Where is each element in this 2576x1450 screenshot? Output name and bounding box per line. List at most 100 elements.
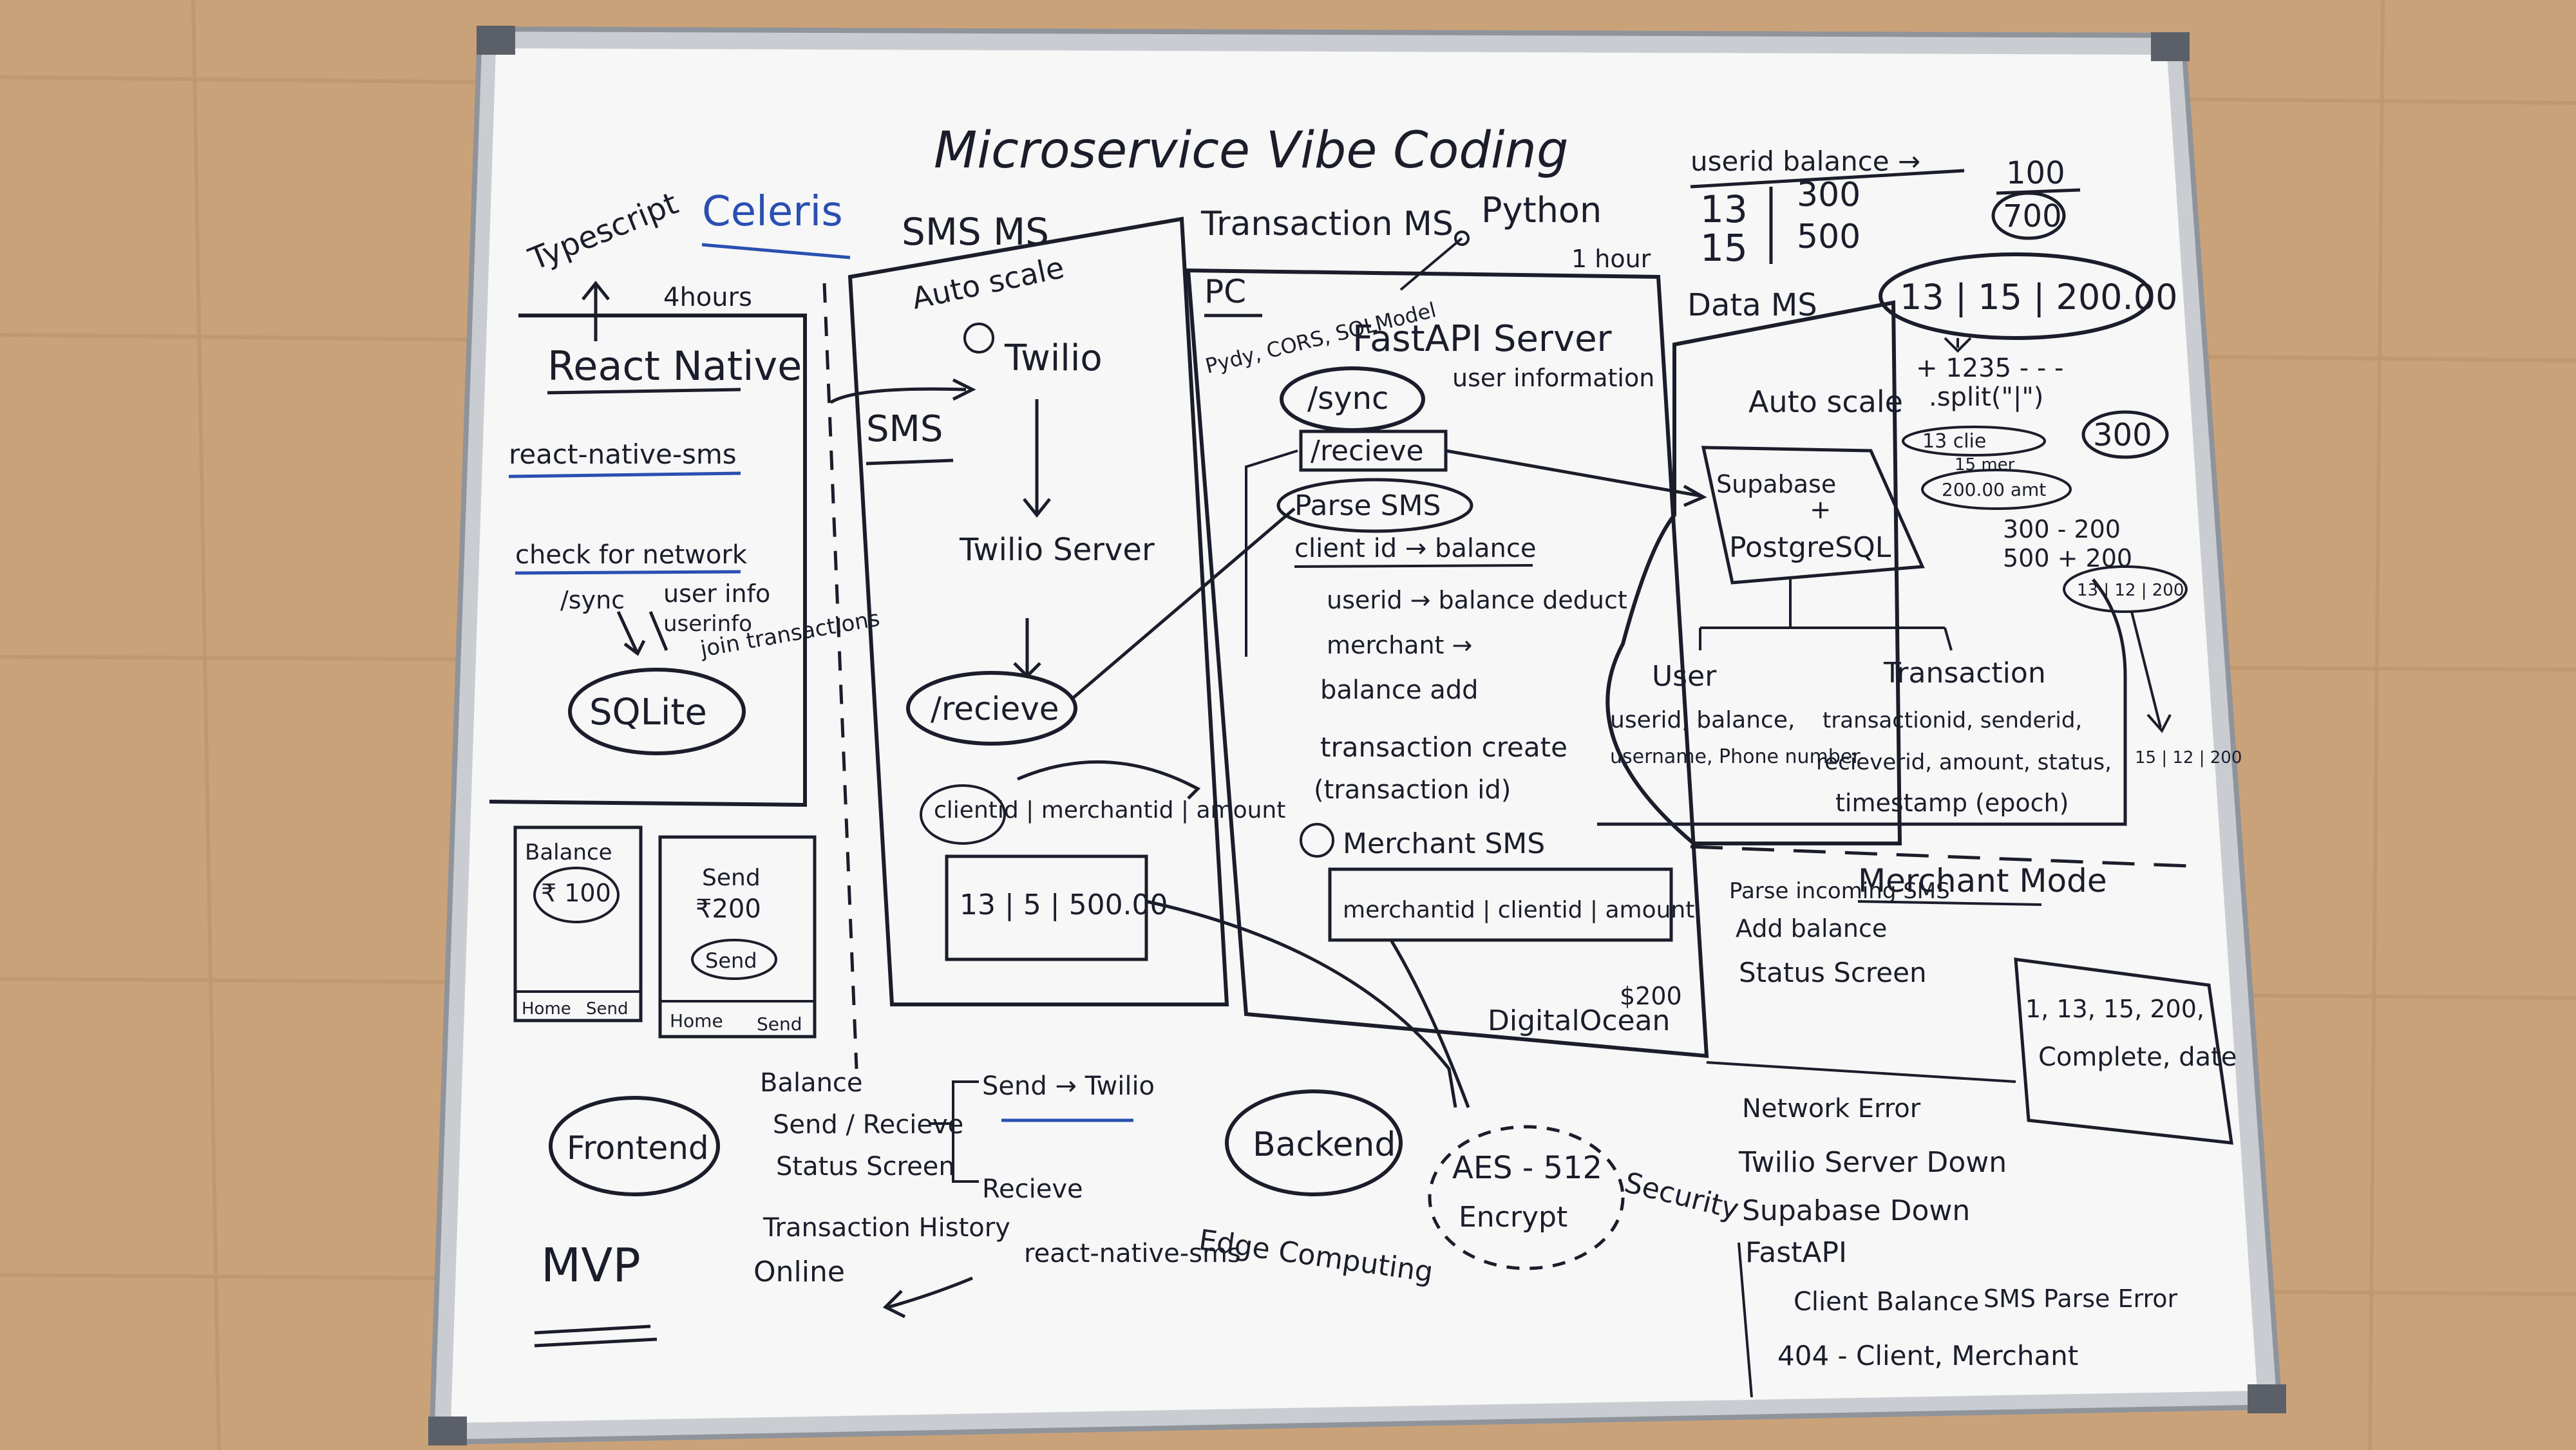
step-1-rn-sms: react-native-sms (509, 438, 737, 470)
balance-row2-id: 15 (1700, 226, 1748, 270)
error-404: 404 - Client, Merchant (1777, 1340, 2078, 1371)
sync-arrows (616, 610, 668, 656)
client-note: 13 clie (1922, 430, 1986, 453)
sms-ms-box (848, 216, 1229, 1006)
payload-example: + 1235 - - - (1916, 353, 2063, 383)
client-balance-underline (1294, 564, 1533, 568)
twilio-down-arrow (1023, 399, 1051, 518)
frontend-item-3: Status Screen (776, 1152, 955, 1182)
sync-label: /sync (560, 586, 625, 614)
user-fields-2: username, Phone number (1610, 746, 1861, 768)
client-ellipse (1902, 426, 2046, 457)
supabase-plus: + (1810, 495, 1832, 525)
hours-label-left: 4hours (663, 283, 752, 312)
txn-fields-3: timestamp (epoch) (1835, 789, 2069, 817)
db-split-arrows (1699, 579, 1953, 651)
encrypt-label: Encrypt (1459, 1201, 1567, 1234)
backend-ellipse (1225, 1089, 1403, 1196)
dashed-boundary (822, 283, 858, 1069)
parse-sms-ellipse (1276, 478, 1473, 533)
phone-1-send-tab: Send (586, 999, 628, 1019)
merchant-fields-box (1328, 867, 1673, 942)
merchant-mode-underline (1857, 900, 2042, 906)
amount-note: 200.00 amt (1942, 479, 2046, 500)
transaction-table-title: Transaction (1883, 657, 2046, 690)
error-twilio: Twilio Server Down (1738, 1146, 2007, 1179)
twilio-step-circle (963, 323, 994, 353)
react-native-underline (547, 388, 741, 395)
up-arrow (582, 280, 610, 341)
supabase-label: Supabase (1716, 470, 1836, 498)
data-ms-title: Data MS (1687, 287, 1817, 323)
step-transaction-create: transaction create (1320, 731, 1567, 763)
payload-split: .split("|") (1929, 382, 2043, 412)
data-ms-box (1605, 300, 1902, 845)
transaction-ms-title: Transaction MS (1200, 205, 1454, 243)
result-ellipse (2081, 410, 2169, 459)
balance-table-header: userid balance → (1690, 146, 1920, 177)
payload-ellipse (1879, 252, 2153, 340)
supabase-box (1701, 446, 1925, 585)
whiteboard-surface (451, 48, 2257, 1423)
phone-1-home-tab: Home (522, 999, 571, 1019)
merchant-item-2: Add balance (1736, 914, 1887, 943)
txn-fields-1: transactionid, senderid, (1823, 708, 2082, 733)
balance-side-bottom: 700 (2003, 198, 2062, 234)
balance-row1-bal: 300 (1797, 176, 1861, 214)
send-recieve-branch (931, 1080, 979, 1183)
phone-send-label: Send (702, 865, 761, 891)
rn-sms-label: react-native-sms (1024, 1239, 1241, 1268)
payload-text: 13 | 15 | 200.00 (1900, 277, 2177, 317)
phone-balance-value: ₹ 100 (541, 879, 611, 907)
output-arrow (2130, 611, 2172, 733)
mvp-label: MVP (541, 1238, 641, 1292)
cost-label: $200 (1620, 982, 1682, 1010)
user-table-title: User (1652, 660, 1717, 693)
twilio-server-label: Twilio Server (959, 532, 1155, 568)
balance-row1-id: 13 (1700, 187, 1748, 231)
user-info-label: user info (663, 579, 770, 608)
transaction-ms-box (1186, 268, 1709, 1059)
mvp-underline-1 (534, 1324, 651, 1335)
sms-fields-ellipse (920, 784, 1006, 845)
fields-arrow (1017, 760, 1201, 800)
step-1-underline (508, 471, 741, 478)
sms-example-box (945, 854, 1148, 961)
error-sms-parse: SMS Parse Error (1984, 1285, 2177, 1313)
txn-fields-2: recieverid, amount, status, (1816, 749, 2112, 775)
hours-label-right: 1 hour (1571, 245, 1651, 273)
user-information-label: user information (1452, 364, 1654, 392)
phone-balance-screen (513, 825, 643, 1022)
merchant-item-3: Status Screen (1739, 957, 1927, 988)
fastapi-label: FastAPI Server (1352, 318, 1613, 360)
python-pointer (1399, 237, 1463, 291)
data-ms-autoscale: Auto scale (1748, 384, 1903, 419)
frontend-panel-border (489, 314, 807, 807)
userinfo-label: userinfo (663, 611, 752, 637)
sms-arrow (829, 378, 976, 404)
sms-example-value: 13 | 5 | 500.00 (960, 889, 1168, 921)
recieve-label: Recieve (982, 1174, 1083, 1204)
celeris-underline (701, 243, 851, 259)
sms-recieve-ellipse (906, 671, 1077, 746)
step-merchant-sms: Merchant SMS (1343, 827, 1545, 860)
react-native-title: React Native (547, 343, 802, 390)
error-supabase: Supabase Down (1742, 1194, 1970, 1227)
sms-fields-label: clientid | merchantid | amount (934, 797, 1285, 824)
sms-underline (866, 458, 954, 466)
balance-side-circle (1991, 191, 2066, 240)
error-client-balance: Client Balance (1794, 1287, 1979, 1317)
user-fields-1: userid, balance, (1610, 707, 1795, 733)
recieve-to-supabase-arrow (1445, 449, 1707, 507)
balance-row2-bal: 500 (1797, 218, 1861, 256)
balance-side-rule (1996, 188, 2081, 195)
merchant-mode-title: Merchant Mode (1858, 862, 2107, 899)
phone-balance-circle (533, 867, 620, 923)
flow-bracket (1245, 449, 1298, 657)
sqlite-ellipse (568, 668, 746, 755)
step-2-underline (515, 570, 741, 575)
sms-label: SMS (866, 408, 943, 450)
math-line-1: 300 - 200 (2003, 515, 2121, 543)
recieve-to-fastapi-arrow (1071, 507, 1296, 700)
python-pointer-dot (1454, 231, 1470, 246)
